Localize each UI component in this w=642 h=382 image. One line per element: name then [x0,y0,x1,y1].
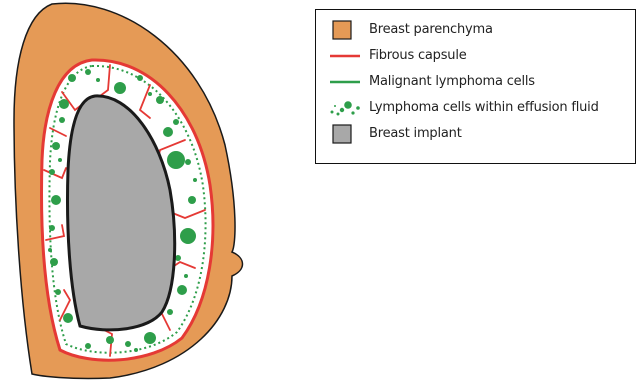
lymphoma-line-icon [328,70,362,94]
legend-label: Breast parenchyma [369,18,493,42]
legend: Breast parenchyma Fibrous capsule Malign… [315,9,636,164]
effusion-dots-icon [328,96,362,120]
implant-swatch-icon [328,122,362,146]
capsule-line-icon [328,44,362,68]
legend-label: Breast implant [369,122,462,146]
legend-label: Fibrous capsule [369,44,467,68]
parenchyma-swatch-icon [328,18,362,42]
legend-label: Lymphoma cells within effusion fluid [369,96,599,120]
legend-label: Malignant lymphoma cells [369,70,535,94]
